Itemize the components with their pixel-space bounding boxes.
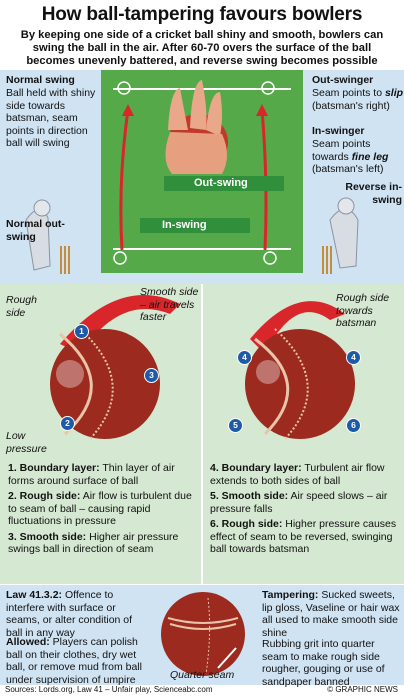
inswinger-fine-leg: fine leg	[351, 150, 389, 163]
tampering-text: Sucked sweets, lip gloss, Vaseline or ha…	[262, 589, 400, 639]
marker-3: 3	[144, 368, 159, 383]
right-point-4-title: 4. Boundary layer:	[210, 462, 302, 474]
reverse-inswing-label: Reverse in-swing	[345, 181, 402, 206]
outswinger-heading: Out-swinger	[312, 74, 374, 86]
inswing-label: In-swing	[140, 218, 250, 233]
inswinger-text-a: Seam points towards	[312, 138, 371, 163]
left-point-3-text: Higher air pressure swings ball in direc…	[8, 530, 179, 556]
law-block: Law 41.3.2: Offence to interfere with su…	[6, 589, 144, 639]
tampering-heading: Tampering:	[262, 589, 319, 601]
crease-bottom	[113, 248, 291, 250]
left-rough-label: Rough side	[6, 294, 37, 319]
batsman-left-figure	[25, 199, 70, 274]
batsman-right-figure	[322, 197, 359, 274]
outswinger-text-a: Seam points to	[312, 87, 383, 99]
outswinger-text: Seam points to slip (batsman's right)	[312, 87, 404, 112]
normal-swing-text: Ball held with shiny side towards batsma…	[6, 87, 96, 149]
marker-1: 1	[74, 324, 89, 339]
right-point-5: 5. Smooth side: Air speed slows – air pr…	[210, 490, 400, 515]
right-point-4: 4. Boundary layer: Turbulent air flow ex…	[210, 462, 400, 487]
law-heading: Law 41.3.2:	[6, 589, 63, 601]
left-point-1-title: 1. Boundary layer:	[8, 462, 100, 474]
inswinger-heading: In-swinger	[312, 125, 365, 137]
inswinger-text-b: (batsman's left)	[312, 163, 384, 175]
hand-illustration	[165, 80, 228, 174]
allowed-heading: Allowed:	[6, 636, 50, 648]
outswinger-text-b: (batsman's right)	[312, 99, 390, 112]
page-title: How ball-tampering favours bowlers	[41, 4, 363, 25]
copyright: © GRAPHIC NEWS	[327, 685, 398, 694]
intro-text: By keeping one side of a cricket ball sh…	[20, 29, 384, 67]
left-point-2-text: Air flow is turbulent due to seam of bal…	[8, 490, 192, 527]
marker-5: 5	[228, 418, 243, 433]
marker-4a: 4	[237, 350, 252, 365]
left-smooth-label: Smooth side – air travels faster	[140, 286, 199, 323]
right-points: 4. Boundary layer: Turbulent air flow ex…	[210, 462, 400, 556]
left-points: 1. Boundary layer: Thin layer of air for…	[8, 462, 198, 556]
left-point-3: 3. Smooth side: Higher air pressure swin…	[8, 531, 198, 556]
grit-text: Rubbing grit into quarter seam to make r…	[262, 638, 385, 688]
left-point-1: 1. Boundary layer: Thin layer of air for…	[8, 462, 198, 487]
right-point-4-text: Turbulent air flow extends to both sides…	[210, 462, 385, 487]
left-point-2: 2. Rough side: Air flow is turbulent due…	[8, 490, 198, 528]
right-point-5-title: 5. Smooth side:	[210, 490, 289, 502]
right-point-5-text: Air speed slows – air pressure falls	[210, 490, 388, 515]
marker-6: 6	[346, 418, 361, 433]
normal-swing-heading: Normal swing	[6, 74, 75, 86]
outswinger-slip: slip	[384, 87, 404, 99]
tampering-block: Tampering: Sucked sweets, lip gloss, Vas…	[262, 589, 400, 639]
quarter-seam-label: Quarter seam	[170, 669, 235, 681]
right-point-6: 6. Rough side: Higher pressure causes ef…	[210, 518, 400, 556]
pitch-illustration	[25, 80, 359, 274]
allowed-block: Allowed: Players can polish ball on thei…	[6, 636, 146, 686]
right-point-6-title: 6. Rough side:	[210, 518, 283, 530]
marker-2: 2	[60, 416, 75, 431]
sources: Sources: Lords.org, Law 41 – Unfair play…	[5, 685, 213, 694]
balls-illustration	[50, 295, 355, 440]
left-point-3-title: 3. Smooth side:	[8, 530, 87, 543]
right-point-6-text: Higher pressure causes effect of seam to…	[210, 518, 397, 555]
allowed-text: Players can polish ball on their clothes…	[6, 636, 142, 686]
normal-outswing-label: Normal out-swing	[6, 218, 65, 243]
left-low-pressure-label: Low pressure	[6, 430, 47, 455]
left-point-2-title: 2. Rough side:	[8, 490, 81, 502]
panel-divider	[201, 284, 203, 584]
right-rough-label: Rough side towards batsman	[336, 292, 390, 329]
quarter-seam-ball	[161, 592, 245, 676]
outswing-label: Out-swing	[164, 176, 284, 191]
marker-4b: 4	[346, 350, 361, 365]
inswinger-text: Seam points towards fine leg (batsman's …	[312, 138, 404, 176]
law-text: Offence to interfere with surface or sea…	[6, 589, 133, 639]
left-point-1-text: Thin layer of air forms around surface o…	[8, 462, 175, 487]
